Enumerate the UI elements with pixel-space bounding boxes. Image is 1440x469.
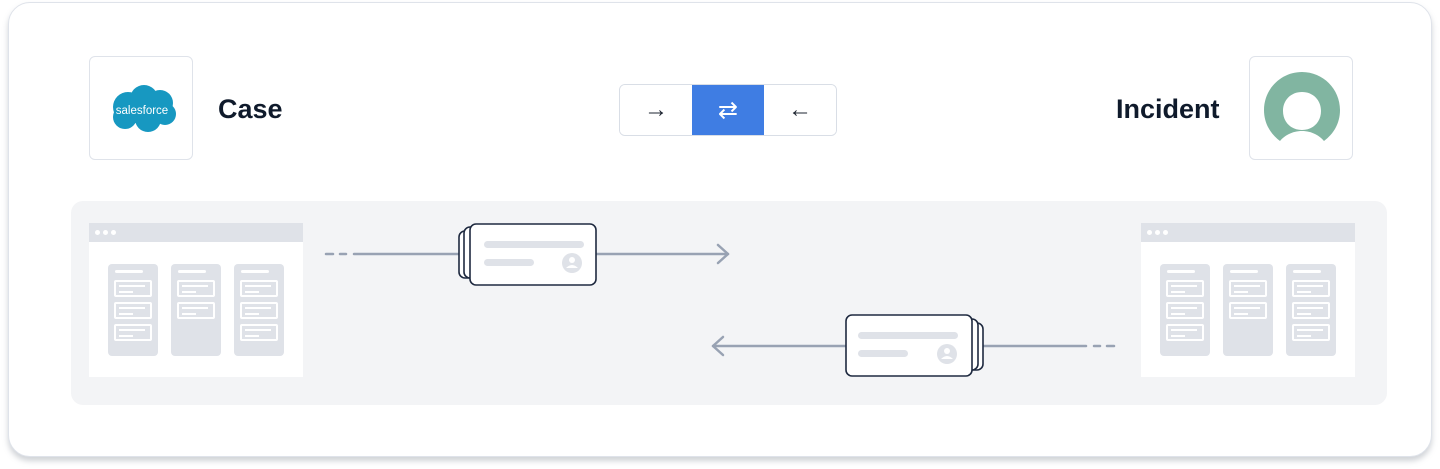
board-column (171, 264, 221, 356)
salesforce-logo-text: salesforce (116, 105, 168, 117)
right-kanban-board-illustration (1141, 223, 1355, 377)
board-column (1160, 264, 1210, 356)
board-window-bar (89, 223, 303, 242)
one-way-left-button[interactable]: ← (764, 85, 836, 135)
user-icon (937, 344, 957, 364)
sync-config-card: salesforce Case → ⇄ ← Incident (8, 2, 1432, 457)
salesforce-logo-box: salesforce (89, 56, 193, 160)
two-way-button[interactable]: ⇄ (692, 85, 764, 135)
right-entity-label: Incident (1116, 94, 1220, 124)
user-icon (562, 253, 582, 273)
servicenow-logo-box (1249, 56, 1353, 160)
incoming-data-card (845, 314, 984, 377)
incoming-flow-arrow (711, 335, 1116, 357)
outgoing-flow-arrow (324, 243, 730, 265)
servicenow-logo (1264, 72, 1340, 141)
board-window-bar (1141, 223, 1355, 242)
left-entity-label: Case (218, 94, 283, 124)
board-column (234, 264, 284, 356)
left-kanban-board-illustration (89, 223, 303, 377)
board-column (1286, 264, 1336, 356)
outgoing-data-card (458, 223, 597, 286)
one-way-right-button[interactable]: → (620, 85, 692, 135)
board-column (108, 264, 158, 356)
salesforce-logo: salesforce (113, 85, 176, 132)
board-column (1223, 264, 1273, 356)
sync-direction-toggle[interactable]: → ⇄ ← (619, 84, 837, 136)
